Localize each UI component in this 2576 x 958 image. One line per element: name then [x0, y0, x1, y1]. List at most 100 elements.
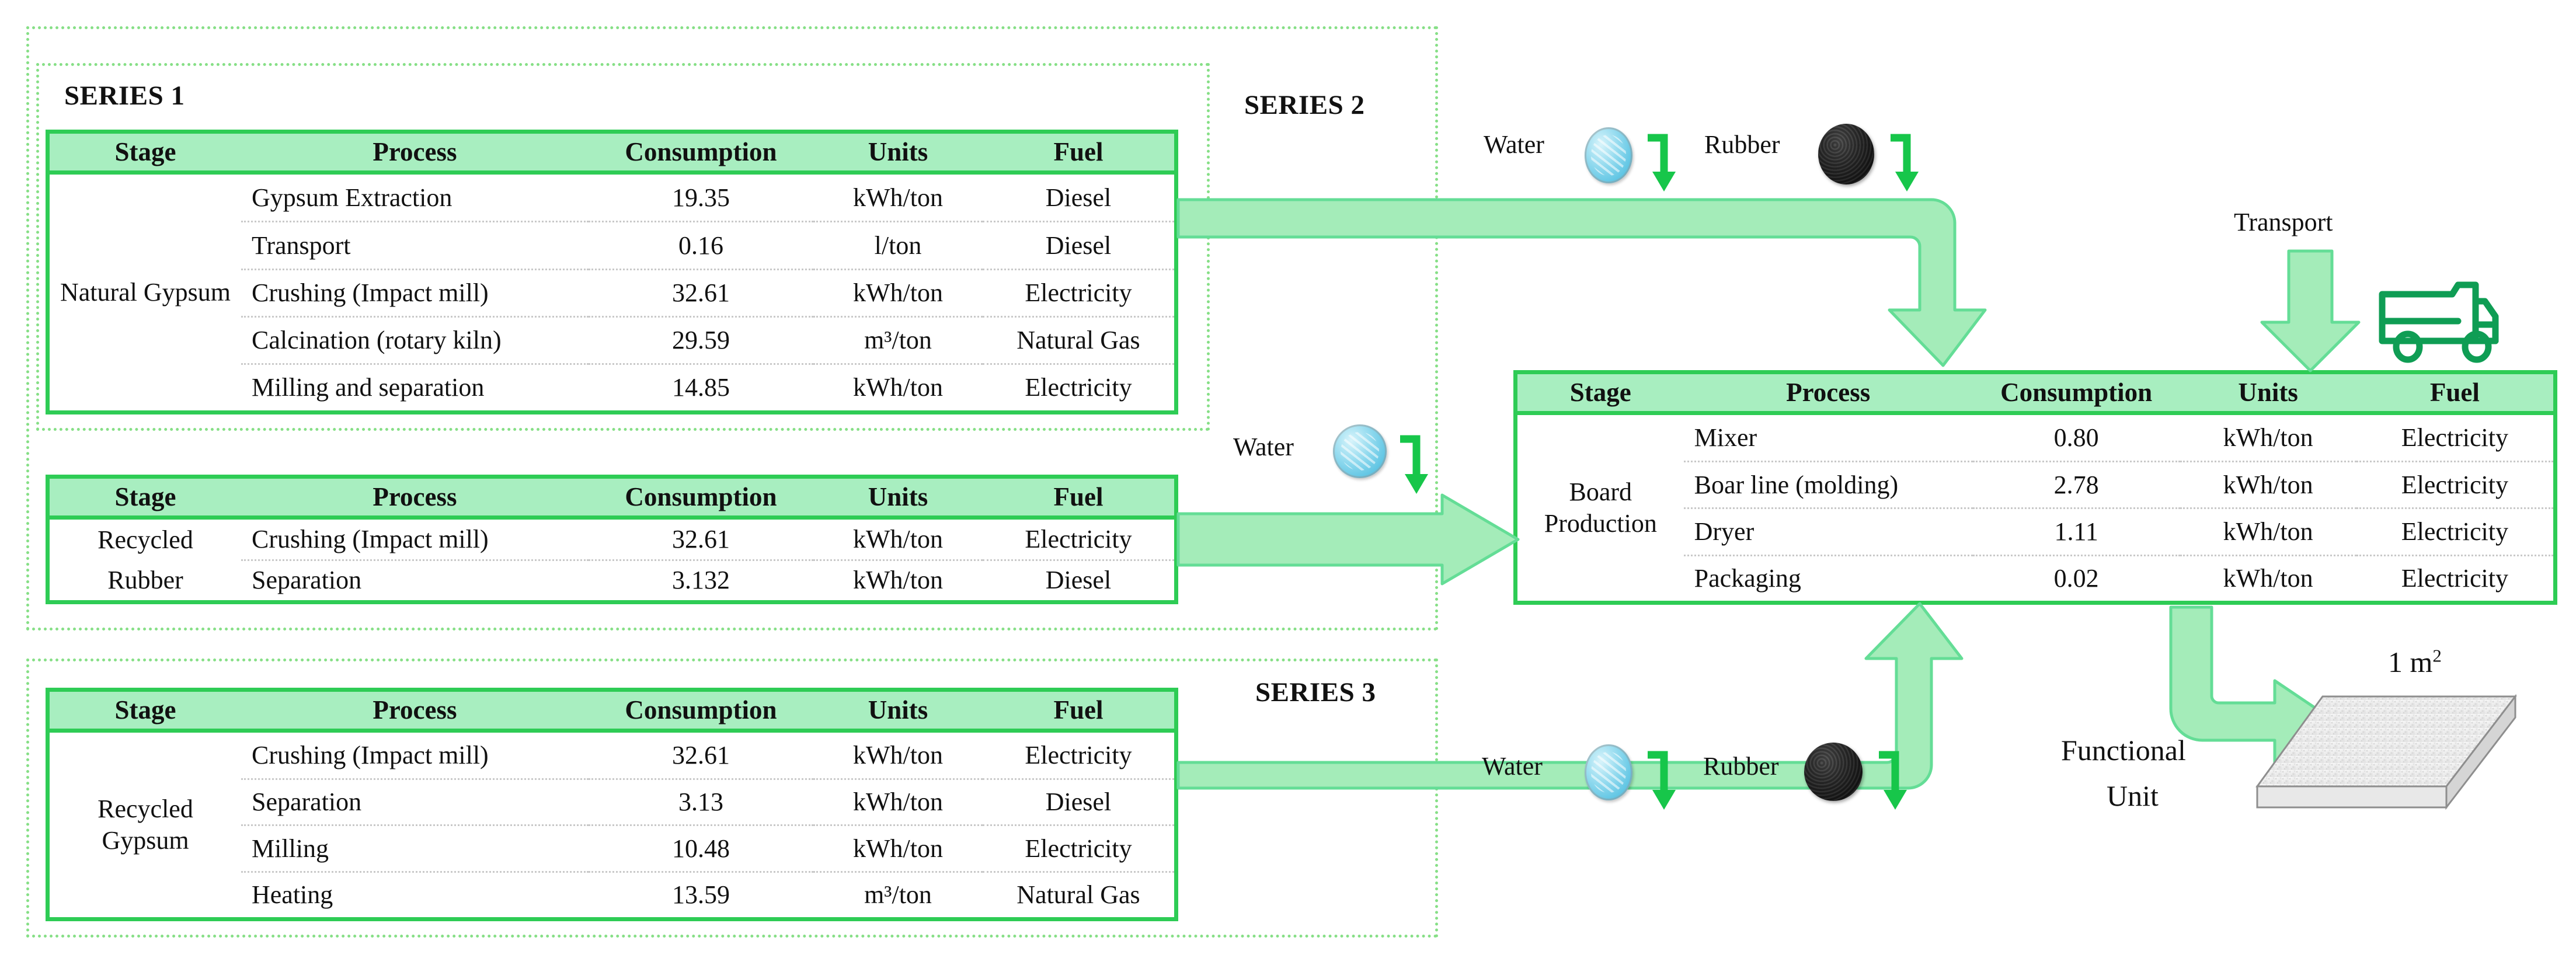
functional-unit-label-line1: Functional — [2061, 734, 2186, 767]
table-header-row: Stage Process Consumption Units Fuel — [50, 134, 1174, 175]
flow-arrow-series1-to-board — [1176, 190, 1996, 377]
stage-cell: Board Production — [1517, 413, 1684, 601]
col-units: Units — [813, 134, 983, 175]
flow-arrow-series3-to-board — [1176, 595, 1984, 829]
col-stage: Stage — [1517, 374, 1684, 416]
consumption-cell: 0.16 — [588, 221, 814, 270]
consumption-cell: 3.13 — [588, 779, 814, 827]
series1-label: SERIES 1 — [64, 81, 185, 111]
col-consumption: Consumption — [588, 692, 814, 733]
table-row: Milling and separation 14.85 kWh/ton Ele… — [50, 364, 1174, 410]
units-cell: kWh/ton — [813, 517, 983, 561]
rubber-bottom-label: Rubber — [1703, 752, 1779, 781]
series3-label: SERIES 3 — [1255, 677, 1376, 708]
truck-icon — [2377, 276, 2500, 363]
table-row: Transport 0.16 l/ton Diesel — [50, 221, 1174, 270]
units-cell: kWh/ton — [813, 560, 983, 600]
col-fuel: Fuel — [982, 692, 1174, 733]
units-cell: kWh/ton — [2180, 413, 2356, 463]
col-fuel: Fuel — [982, 134, 1174, 175]
water-top-label: Water — [1484, 130, 1544, 159]
consumption-cell: 14.85 — [588, 364, 814, 410]
table-row: Rubber Separation 3.132 kWh/ton Diesel — [50, 560, 1174, 600]
units-cell: kWh/ton — [813, 364, 983, 410]
process-cell: Heating — [241, 872, 589, 917]
consumption-cell: 10.48 — [588, 825, 814, 873]
stage-cell: Natural Gypsum — [50, 172, 241, 410]
process-cell: Boar line (molding) — [1683, 461, 1973, 510]
table-row: Board Production Mixer 0.80 kWh/ton Elec… — [1517, 413, 2553, 601]
stage-cell: Recycled — [50, 517, 241, 560]
flow-arrow-transport-to-board — [2255, 249, 2366, 374]
col-units: Units — [2180, 374, 2356, 416]
gypsum-board-illustration — [2254, 686, 2522, 826]
process-cell: Transport — [241, 221, 589, 270]
fuel-cell: Electricity — [982, 730, 1174, 780]
col-units: Units — [813, 479, 983, 520]
water-droplet-icon — [1333, 424, 1387, 478]
units-cell: kWh/ton — [813, 779, 983, 827]
consumption-cell: 13.59 — [588, 872, 814, 917]
process-cell: Gypsum Extraction — [241, 172, 589, 223]
table-row: Calcination (rotary kiln) 29.59 m³/ton N… — [50, 316, 1174, 365]
fuel-cell: Diesel — [982, 172, 1174, 223]
stage-cell: Recycled Gypsum — [50, 730, 241, 917]
table-recycled-rubber: Stage Process Consumption Units Fuel Rec… — [46, 475, 1178, 604]
fuel-cell: Natural Gas — [982, 872, 1174, 917]
area-label: 1 m2 — [2388, 645, 2442, 679]
process-cell: Crushing (Impact mill) — [241, 517, 589, 561]
units-cell: kWh/ton — [813, 825, 983, 873]
table-row: Separation 3.13 kWh/ton Diesel — [50, 779, 1174, 827]
consumption-cell: 32.61 — [588, 730, 814, 780]
consumption-cell: 3.132 — [588, 560, 814, 600]
stage-cell: Rubber — [50, 560, 241, 600]
water-droplet-icon — [1585, 744, 1632, 800]
table-row: Recycled Gypsum Crushing (Impact mill) 3… — [50, 730, 1174, 917]
table-natural-gypsum: Stage Process Consumption Units Fuel Nat… — [46, 130, 1178, 414]
col-consumption: Consumption — [1972, 374, 2180, 416]
table-row: Crushing (Impact mill) 32.61 kWh/ton Ele… — [50, 269, 1174, 318]
units-cell: kWh/ton — [813, 172, 983, 223]
table-row: Heating 13.59 m³/ton Natural Gas — [50, 872, 1174, 917]
series3-group-box — [26, 659, 1438, 938]
process-cell: Calcination (rotary kiln) — [241, 316, 589, 365]
units-cell: m³/ton — [813, 872, 983, 917]
col-process: Process — [241, 134, 589, 175]
col-process: Process — [241, 692, 589, 733]
rubber-top-label: Rubber — [1704, 130, 1780, 159]
rubber-bottom-hook-arrow — [1873, 749, 1914, 814]
fuel-cell: Electricity — [2356, 461, 2553, 510]
fuel-cell: Electricity — [2356, 413, 2553, 463]
table-header-row: Stage Process Consumption Units Fuel — [1517, 374, 2553, 416]
units-cell: kWh/ton — [2180, 555, 2356, 601]
col-consumption: Consumption — [588, 134, 814, 175]
fuel-cell: Diesel — [982, 779, 1174, 827]
process-cell: Crushing (Impact mill) — [241, 730, 589, 780]
col-fuel: Fuel — [2356, 374, 2553, 416]
fuel-cell: Electricity — [982, 269, 1174, 318]
fuel-cell: Electricity — [982, 825, 1174, 873]
table-row: Dryer 1.11 kWh/ton Electricity — [1517, 508, 2553, 556]
process-cell: Mixer — [1683, 413, 1973, 463]
consumption-cell: 32.61 — [588, 269, 814, 318]
fuel-cell: Natural Gas — [982, 316, 1174, 365]
col-process: Process — [241, 479, 589, 520]
col-fuel: Fuel — [982, 479, 1174, 520]
units-cell: kWh/ton — [2180, 461, 2356, 510]
table-row: Packaging 0.02 kWh/ton Electricity — [1517, 555, 2553, 601]
water-top-hook-arrow — [1642, 132, 1683, 196]
fuel-cell: Electricity — [982, 364, 1174, 410]
col-stage: Stage — [50, 134, 241, 175]
col-consumption: Consumption — [588, 479, 814, 520]
units-cell: l/ton — [813, 221, 983, 270]
process-cell: Packaging — [1683, 555, 1973, 601]
fuel-cell: Electricity — [2356, 508, 2553, 556]
fuel-cell: Electricity — [2356, 555, 2553, 601]
table-recycled-gypsum: Stage Process Consumption Units Fuel Rec… — [46, 688, 1178, 921]
water-bottom-hook-arrow — [1642, 749, 1683, 814]
rubber-top-hook-arrow — [1885, 132, 1926, 196]
process-cell: Milling — [241, 825, 589, 873]
process-cell: Crushing (Impact mill) — [241, 269, 589, 318]
consumption-cell: 0.02 — [1972, 555, 2180, 601]
table-header-row: Stage Process Consumption Units Fuel — [50, 692, 1174, 733]
